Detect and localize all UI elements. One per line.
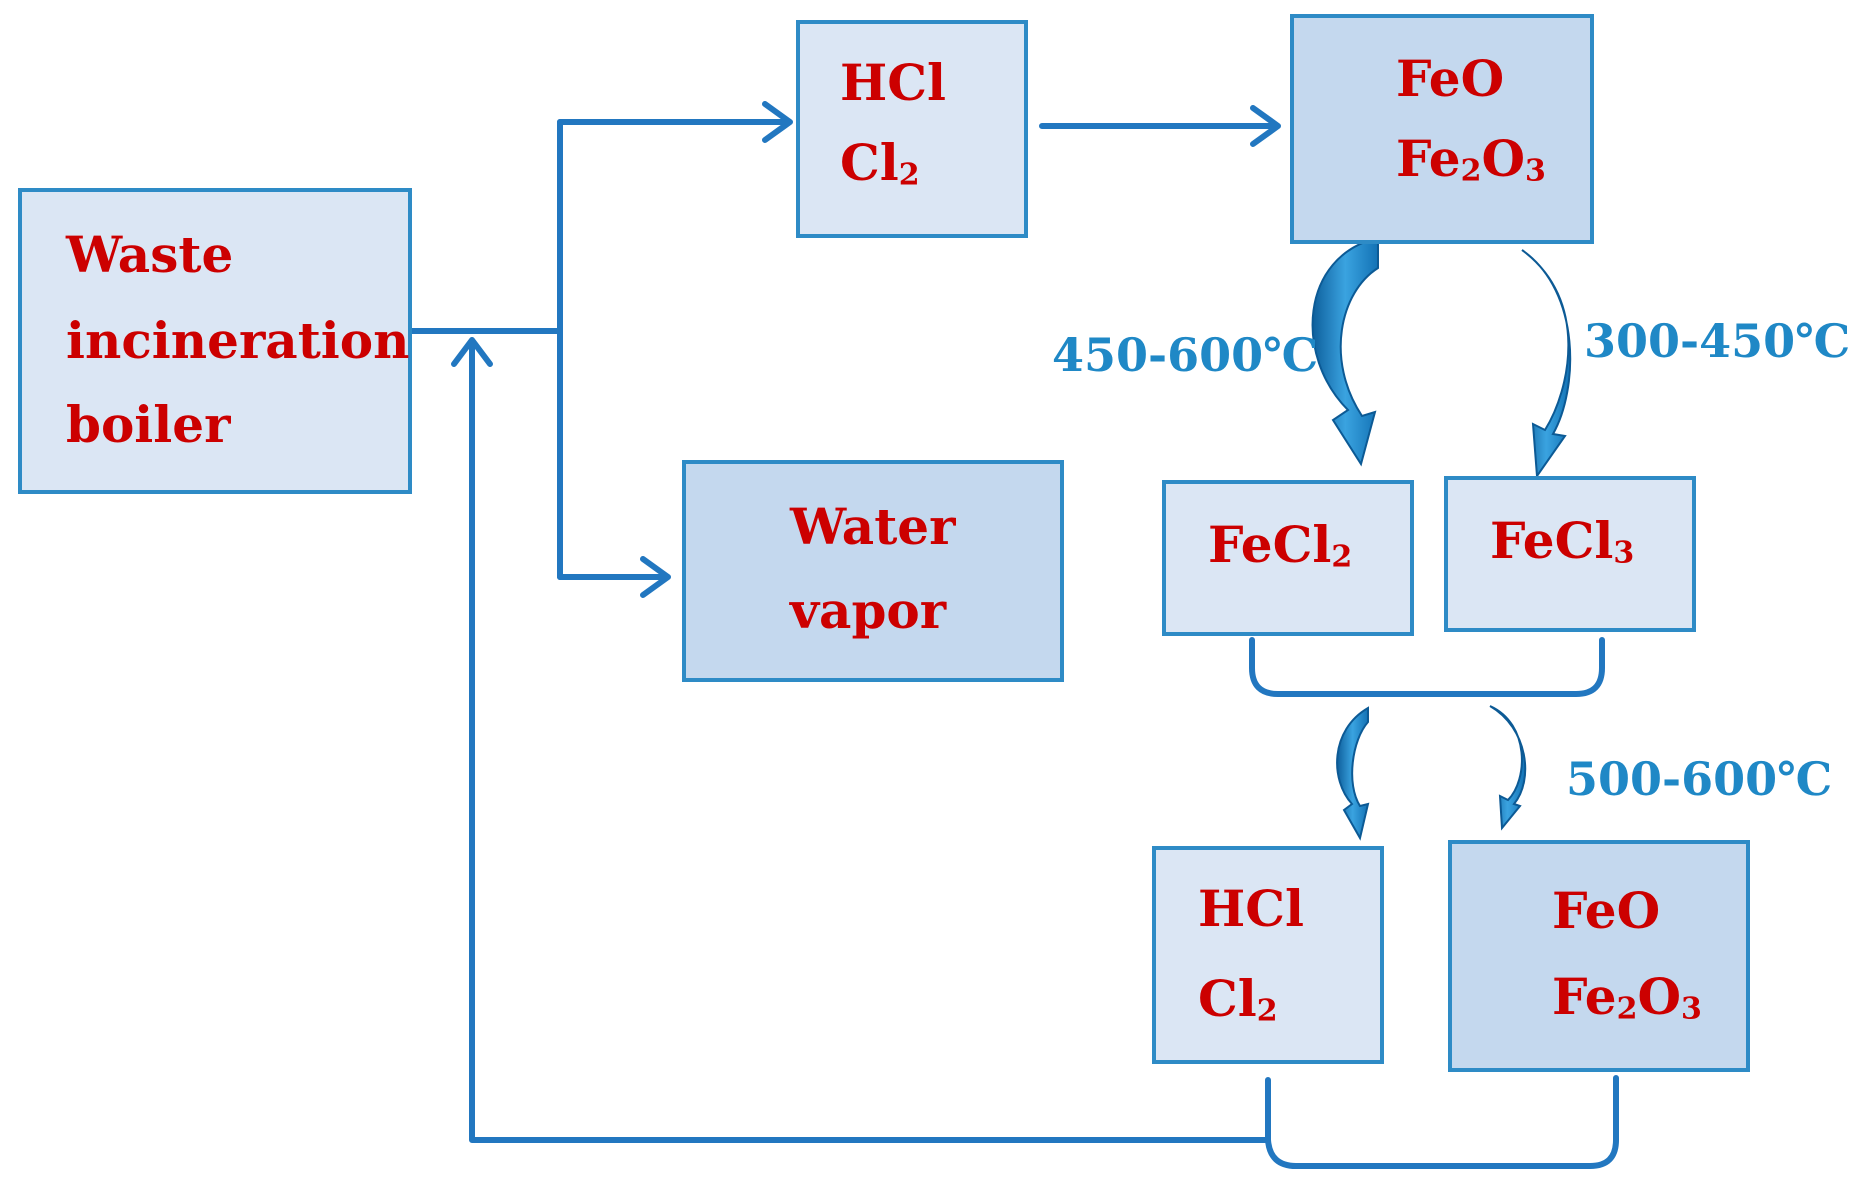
fe2o3-label: Fe2O3 [1396, 129, 1546, 189]
curved-arrow-icon [1521, 249, 1572, 479]
fecl3-label: FeCl3 [1490, 511, 1635, 571]
fe2o3-label: Fe2O3 [1552, 967, 1702, 1027]
cl2-label: Cl2 [840, 133, 920, 193]
temperature-label-left: 450-600℃ [1052, 328, 1319, 382]
water-vapor-box: Water vapor [682, 460, 1064, 682]
hcl-cl2-bottom-box: HCl Cl2 [1152, 846, 1384, 1064]
waste-incineration-boiler-box: Waste incineration boiler [18, 188, 412, 494]
arrow-gas-to-oxides [1039, 105, 1281, 147]
fecl2-box: FeCl2 [1162, 480, 1414, 636]
curved-arrow-icon [1311, 236, 1379, 467]
feo-fe2o3-bottom-box: FeO Fe2O3 [1448, 840, 1750, 1072]
hcl-label: HCl [1198, 879, 1305, 938]
water-label: Water [790, 497, 956, 556]
feo-fe2o3-top-box: FeO Fe2O3 [1290, 14, 1594, 244]
temperature-label-right: 300-450℃ [1584, 314, 1849, 368]
fecl2-label: FeCl2 [1208, 515, 1353, 575]
hcl-cl2-top-box: HCl Cl2 [796, 20, 1028, 238]
curved-arrow-icon [1489, 705, 1527, 831]
product-bracket [1265, 1075, 1619, 1169]
vapor-label: vapor [790, 581, 947, 640]
chloride-bracket [1249, 637, 1605, 697]
arrow-to-water-vapor [557, 556, 671, 598]
feo-label: FeO [1552, 881, 1661, 940]
cl2-label: Cl2 [1198, 969, 1278, 1029]
hcl-label: HCl [840, 53, 947, 112]
fecl3-box: FeCl3 [1444, 476, 1696, 632]
arrow-to-gas-top [557, 101, 793, 143]
boiler-label-line-2: incineration [66, 311, 410, 370]
feo-label: FeO [1396, 49, 1505, 108]
recycle-return-line [451, 337, 1271, 1143]
boiler-label-line-3: boiler [66, 395, 231, 454]
boiler-label-line-1: Waste [66, 225, 234, 284]
temperature-label-lower: 500-600℃ [1566, 752, 1833, 806]
curved-arrow-icon [1336, 706, 1370, 841]
